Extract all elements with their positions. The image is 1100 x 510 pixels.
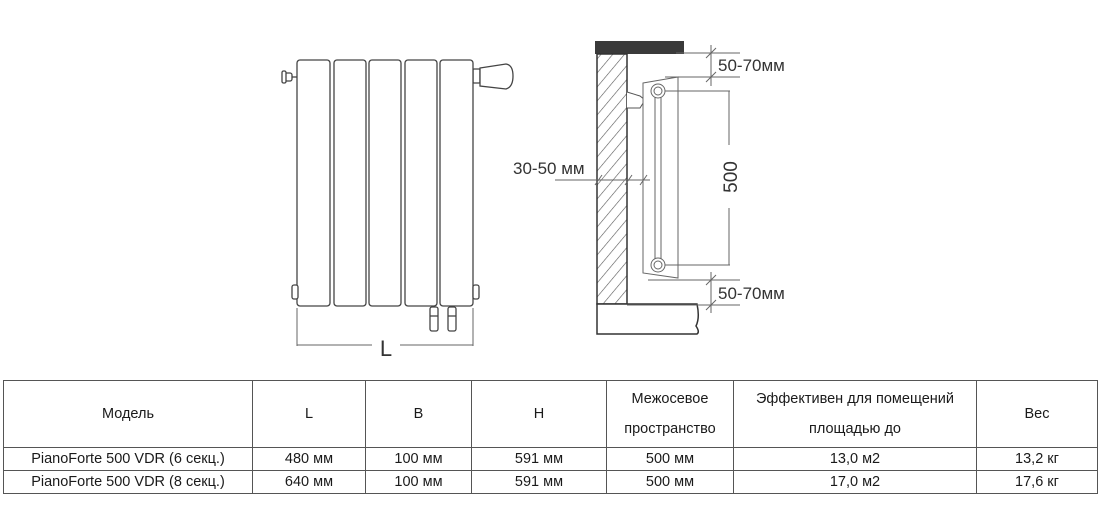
axis-distance-label: 500 — [721, 161, 742, 193]
header-axis-line1: Межосевое — [631, 391, 709, 407]
cell-weight: 17,6 кг — [976, 470, 1098, 494]
header-axis-distance: Межосевое пространство — [606, 380, 734, 448]
specifications-table: Модель L B H Межосевое пространство Эффе… — [3, 380, 1098, 494]
cell-area: 13,0 м2 — [733, 447, 977, 471]
table-header-row: Модель L B H Межосевое пространство Эффе… — [3, 380, 1098, 448]
cell-model: PianoForte 500 VDR (6 секц.) — [3, 447, 253, 471]
header-axis-line2: пространство — [624, 421, 716, 437]
cell-H: 591 мм — [471, 470, 607, 494]
cell-H: 591 мм — [471, 447, 607, 471]
cell-B: 100 мм — [365, 447, 472, 471]
wall-gap-label: 30-50 мм — [513, 159, 585, 178]
installation-diagram: L — [281, 41, 785, 361]
header-area-line1: Эффективен для помещений — [755, 391, 955, 407]
bottom-plug-right — [472, 284, 480, 300]
floor — [596, 303, 700, 335]
bottom-clearance-label: 50-70мм — [718, 284, 785, 303]
cell-weight: 13,2 кг — [976, 447, 1098, 471]
bottom-connection-icon — [429, 306, 457, 332]
dimension-lines — [555, 45, 740, 313]
wall-hatched — [596, 53, 628, 305]
cell-axis: 500 мм — [606, 447, 734, 471]
radiator-side-view — [555, 41, 740, 335]
width-label: L — [380, 336, 392, 361]
header-B: B — [365, 380, 472, 448]
bottom-plug-left — [291, 284, 299, 300]
radiator-front-view — [281, 59, 514, 346]
header-room-area: Эффективен для помещений площадью до — [733, 380, 977, 448]
radiator-sections — [296, 59, 474, 307]
cell-axis: 500 мм — [606, 470, 734, 494]
header-H: H — [471, 380, 607, 448]
cell-B: 100 мм — [365, 470, 472, 494]
cell-L: 640 мм — [252, 470, 366, 494]
top-clearance-label: 50-70мм — [718, 56, 785, 75]
radiator-side-profile — [642, 76, 679, 279]
header-L: L — [252, 380, 366, 448]
table-row: PianoForte 500 VDR (8 секц.) 640 мм 100 … — [3, 470, 1098, 494]
cell-model: PianoForte 500 VDR (8 секц.) — [3, 470, 253, 494]
cell-L: 480 мм — [252, 447, 366, 471]
wall-bracket — [626, 91, 646, 109]
air-vent-icon — [281, 70, 297, 84]
window-sill — [595, 41, 684, 54]
header-model: Модель — [3, 380, 253, 448]
header-area-line2: площадью до — [809, 421, 901, 437]
table-row: PianoForte 500 VDR (6 секц.) 480 мм 100 … — [3, 447, 1098, 471]
width-dimension — [296, 308, 474, 346]
header-weight: Вес — [976, 380, 1098, 448]
cell-area: 17,0 м2 — [733, 470, 977, 494]
thermostat-head-icon — [472, 63, 514, 90]
